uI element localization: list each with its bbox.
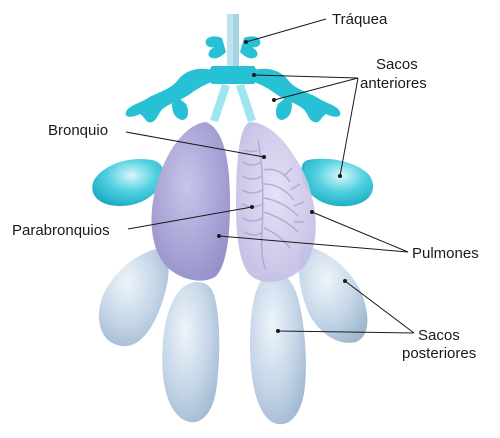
posterior-air-sacs xyxy=(98,246,368,425)
leader-anterior-2-dot xyxy=(272,98,276,102)
posterior-sac-outer-right xyxy=(298,246,368,343)
label-bronchus: Bronquio xyxy=(48,122,108,139)
posterior-sac-inner-left xyxy=(162,282,220,423)
anterior-sac-left xyxy=(92,158,164,206)
trachea-tube-shade xyxy=(233,14,239,76)
posterior-sac-outer-left xyxy=(98,248,169,347)
label-lungs: Pulmones xyxy=(412,245,479,262)
label-anterior-sacs-line2: anteriores xyxy=(360,75,427,92)
bronchus-left-tube xyxy=(210,84,230,122)
anterior-sac-right xyxy=(301,158,374,207)
leader-bronchus-dot xyxy=(262,155,266,159)
leader-lines xyxy=(125,18,415,334)
leader-posterior-2 xyxy=(277,330,415,334)
leader-anterior-3-dot xyxy=(338,174,342,178)
leader-posterior-1-dot xyxy=(343,279,347,283)
leader-anterior-3 xyxy=(339,77,359,177)
label-posterior-sacs-line2: posteriores xyxy=(402,345,476,362)
leader-trachea-dot xyxy=(244,40,248,44)
upper-sac-right xyxy=(240,36,261,59)
leader-anterior-2 xyxy=(273,77,359,101)
leader-lungs-1 xyxy=(311,211,409,253)
leader-lungs-2-dot xyxy=(217,234,221,238)
posterior-sac-inner-right xyxy=(250,271,306,425)
leader-lungs-2 xyxy=(218,235,409,253)
leader-posterior-2-dot xyxy=(276,329,280,333)
syrinx-junction xyxy=(209,66,257,84)
trachea-and-branches xyxy=(125,14,341,123)
branch-right-lower xyxy=(275,94,292,120)
label-parabronchi: Parabronquios xyxy=(12,222,110,239)
label-posterior-sacs-line1: Sacos xyxy=(418,327,460,344)
upper-sac-left xyxy=(205,36,226,59)
labels: Tráquea Sacos anteriores Bronquio Parabr… xyxy=(12,11,479,362)
lungs xyxy=(151,122,316,282)
leader-parabronchi xyxy=(127,206,253,230)
leader-bronchus xyxy=(125,131,265,158)
label-trachea: Tráquea xyxy=(332,11,388,28)
leader-anterior-1-dot xyxy=(252,73,256,77)
leader-posterior-1 xyxy=(344,280,415,334)
branch-right xyxy=(254,68,341,123)
lung-left xyxy=(151,122,230,281)
branch-left xyxy=(125,68,212,123)
anterior-air-sacs xyxy=(92,158,374,207)
leader-parabronchi-dot xyxy=(250,205,254,209)
bronchus-right-tube xyxy=(236,84,256,122)
leader-trachea xyxy=(245,18,327,43)
label-anterior-sacs-line1: Sacos xyxy=(376,56,418,73)
branch-left-lower xyxy=(172,94,189,120)
parabronchi-texture xyxy=(241,139,305,271)
leader-lungs-1-dot xyxy=(310,210,314,214)
leader-anterior-1 xyxy=(253,74,359,79)
